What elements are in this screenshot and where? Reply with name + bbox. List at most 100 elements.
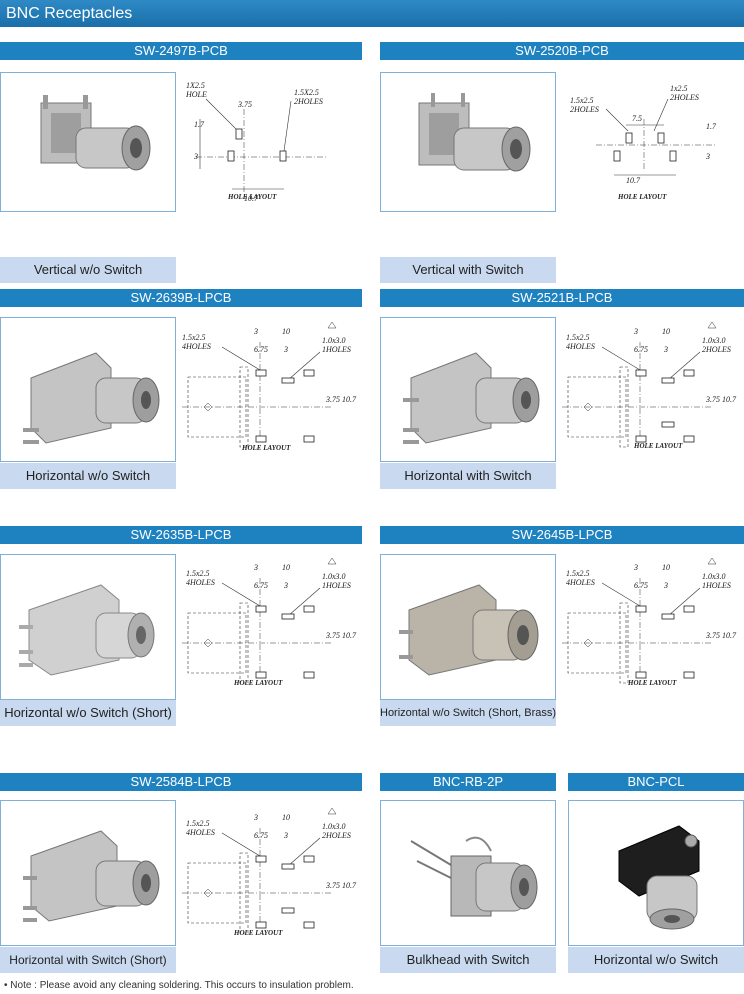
dim-label: 1.0x3.0 bbox=[702, 572, 726, 581]
dim-label: 1.5x2.5 bbox=[566, 333, 590, 342]
layout-caption-text: HOLE LAYOUT bbox=[228, 193, 277, 201]
product-card-sw2584[interactable]: SW-2584B-LPCB Horizontal with Switch (Sh… bbox=[0, 773, 362, 973]
dim-label: 4HOLES bbox=[186, 828, 215, 837]
connector-vertical-image bbox=[40, 95, 151, 171]
cleaning-note: • Note : Please avoid any cleaning solde… bbox=[4, 980, 354, 991]
product-caption: Horizontal with Switch bbox=[380, 463, 556, 489]
dim-label: 10 bbox=[662, 563, 670, 572]
dim-label: 10.7 bbox=[342, 631, 357, 640]
dim-label: 2HOLES bbox=[570, 105, 599, 114]
dim-label: 1HOLES bbox=[322, 345, 351, 354]
dim-label: 1.5x2.5 bbox=[570, 96, 594, 105]
dim-label: HOLE bbox=[186, 90, 207, 99]
dim-label: 6.75 bbox=[634, 581, 648, 590]
dim-label: 1.7 bbox=[194, 120, 205, 129]
dim-label: 2HOLES bbox=[294, 97, 323, 106]
product-caption: Horizontal w/o Switch bbox=[568, 947, 744, 973]
hole-layout-drawing: 1.5x2.5 4HOLES 1.0x3.0 1HOLES 3 10 6.75 … bbox=[182, 558, 357, 684]
dim-label: 1.0x3.0 bbox=[322, 572, 346, 581]
hole-layout-drawing: 1.5x2.5 2HOLES 1x2.5 2HOLES 7.5 1.7 3 10… bbox=[570, 84, 716, 185]
dim-label: 3 bbox=[705, 152, 710, 161]
dim-label: 10 bbox=[282, 327, 290, 336]
dim-label: 3.75 bbox=[705, 631, 720, 640]
product-photo bbox=[0, 800, 176, 946]
model-title: BNC-PCL bbox=[568, 773, 744, 791]
model-title: BNC-RB-2P bbox=[380, 773, 556, 791]
product-caption: Horizontal w/o Switch (Short) bbox=[0, 700, 176, 726]
dim-label: 10.7 bbox=[342, 881, 357, 890]
product-card-sw2521[interactable]: SW-2521B-LPCB Horizontal with Switch 1.5… bbox=[380, 289, 744, 494]
dim-label: 10 bbox=[662, 327, 670, 336]
dim-label: 3.75 bbox=[325, 881, 340, 890]
layout-caption-text: HOLE LAYOUT bbox=[234, 929, 283, 937]
product-photo bbox=[0, 317, 176, 462]
dim-label: 10.7 bbox=[722, 631, 737, 640]
dim-label: 3 bbox=[283, 581, 288, 590]
product-card-sw2645[interactable]: SW-2645B-LPCB Horizontal w/o Switch (Sho… bbox=[380, 526, 744, 726]
hole-layout-drawing: 1.5x2.5 4HOLES 1.0x3.0 2HOLES 3 10 6.75 … bbox=[562, 322, 737, 448]
dim-label: 10.7 bbox=[244, 194, 259, 203]
product-caption: Horizontal with Switch (Short) bbox=[0, 947, 176, 973]
dim-label: 2HOLES bbox=[322, 831, 351, 840]
product-photo bbox=[380, 800, 556, 946]
product-card-sw2497[interactable]: SW-2497B-PCB Vertical w/o Switch 1X2.5 H… bbox=[0, 42, 362, 283]
dim-label: 1.5x2.5 bbox=[566, 569, 590, 578]
product-card-sw2520[interactable]: SW-2520B-PCB Vertical with Switch 1.5x2.… bbox=[380, 42, 744, 283]
product-photo bbox=[380, 554, 556, 700]
dim-label: 3 bbox=[663, 581, 668, 590]
dim-label: 7.5 bbox=[632, 114, 642, 123]
connector-horizontal-short-image bbox=[19, 584, 155, 676]
layout-caption-text: HOLE LAYOUT bbox=[618, 193, 667, 201]
layout-caption-text: HOLE LAYOUT bbox=[634, 442, 683, 450]
dim-label: 3.75 bbox=[325, 631, 340, 640]
dim-label: 3 bbox=[253, 563, 258, 572]
hole-layout-drawing: 1.5x2.5 4HOLES 1.0x3.0 1HOLES 3 10 6.75 … bbox=[562, 558, 737, 684]
dim-label: 3 bbox=[193, 152, 198, 161]
product-caption: Horizontal w/o Switch bbox=[0, 463, 176, 489]
product-card-bncpcl[interactable]: BNC-PCL Horizontal w/o Switch bbox=[568, 773, 744, 973]
dim-label: 3 bbox=[663, 345, 668, 354]
dim-label: 3 bbox=[253, 813, 258, 822]
connector-pcl-image bbox=[618, 825, 700, 930]
dim-label: 1.0x3.0 bbox=[702, 336, 726, 345]
product-photo bbox=[0, 72, 176, 212]
connector-horizontal-switch-image bbox=[403, 352, 540, 444]
dim-label: 1X2.5 bbox=[186, 81, 205, 90]
dim-label: 6.75 bbox=[254, 581, 268, 590]
product-photo bbox=[380, 317, 556, 462]
model-title: SW-2520B-PCB bbox=[380, 42, 744, 60]
dim-label: 3.75 bbox=[237, 100, 252, 109]
dim-label: 3 bbox=[283, 345, 288, 354]
product-card-sw2639[interactable]: SW-2639B-LPCB Horizontal w/o Switch 1.5x… bbox=[0, 289, 362, 494]
dim-label: 1.5x2.5 bbox=[186, 819, 210, 828]
model-title: SW-2584B-LPCB bbox=[0, 773, 362, 791]
dim-label: 1HOLES bbox=[702, 581, 731, 590]
dim-label: 3 bbox=[283, 831, 288, 840]
dim-label: 2HOLES bbox=[670, 93, 699, 102]
model-title: SW-2497B-PCB bbox=[0, 42, 362, 60]
dim-label: 3 bbox=[253, 327, 258, 336]
model-title: SW-2521B-LPCB bbox=[380, 289, 744, 307]
product-photo bbox=[568, 800, 744, 946]
connector-bulkhead-image bbox=[410, 836, 538, 917]
dim-label: 10.7 bbox=[722, 395, 737, 404]
dim-label: 4HOLES bbox=[566, 578, 595, 587]
product-card-bncrb[interactable]: BNC-RB-2P Bulkhead with Switch bbox=[380, 773, 556, 973]
dim-label: 1.5x2.5 bbox=[182, 333, 206, 342]
dim-label: 4HOLES bbox=[186, 578, 215, 587]
dim-label: 1HOLES bbox=[322, 581, 351, 590]
layout-caption-text: HOLE LAYOUT bbox=[628, 679, 677, 687]
dim-label: 4HOLES bbox=[182, 342, 211, 351]
dim-label: 3.75 bbox=[325, 395, 340, 404]
dim-label: 3 bbox=[633, 327, 638, 336]
dim-label: 4HOLES bbox=[566, 342, 595, 351]
hole-layout-drawing: 1X2.5 HOLE 1.5X2.5 2HOLES 3.75 1.7 3 10.… bbox=[186, 81, 326, 203]
product-card-sw2635[interactable]: SW-2635B-LPCB Horizontal w/o Switch (Sho… bbox=[0, 526, 362, 726]
dim-label: 10 bbox=[282, 813, 290, 822]
product-caption: Bulkhead with Switch bbox=[380, 947, 556, 973]
dim-label: 1.7 bbox=[706, 122, 716, 131]
hole-layout-drawing: 1.5x2.5 4HOLES 1.0x3.0 1HOLES 3 10 6.75 … bbox=[182, 322, 357, 448]
dim-label: 1x2.5 bbox=[670, 84, 688, 93]
product-caption: Vertical w/o Switch bbox=[0, 257, 176, 283]
connector-horizontal-image bbox=[23, 352, 160, 444]
